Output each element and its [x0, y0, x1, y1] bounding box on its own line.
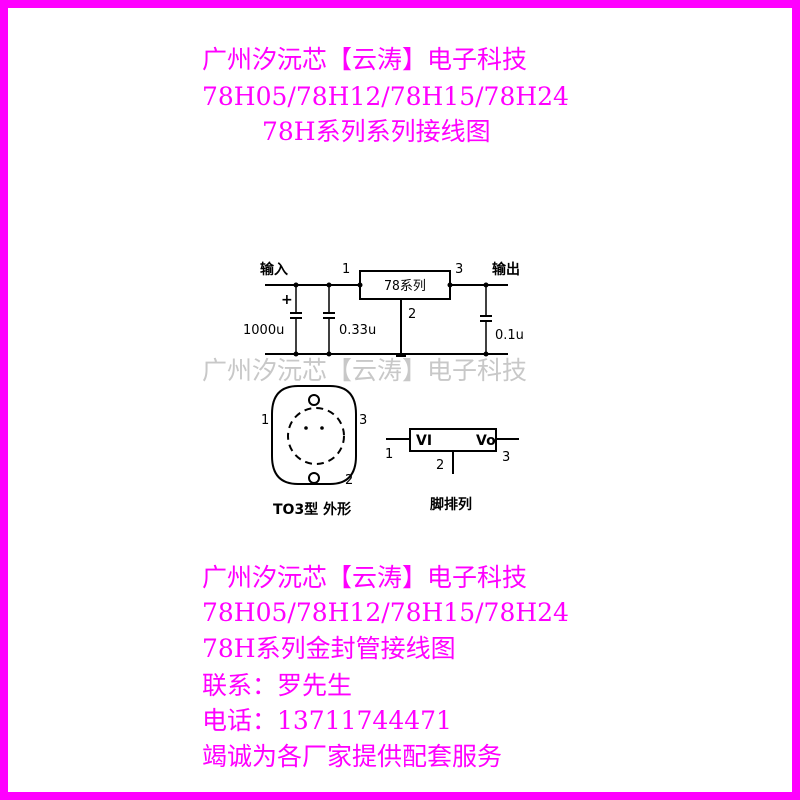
to3-can-outline [287, 407, 345, 465]
footer-contact: 联系：罗先生 [202, 671, 353, 700]
footer-company: 广州汐沅芯【云涛】电子科技 [202, 563, 528, 592]
circuit-pin3-label: 3 [455, 262, 463, 277]
cap2-value: 0.33u [339, 323, 376, 338]
circuit-pin1-label: 1 [342, 262, 350, 277]
footer-models: 78H05/78H12/78H15/78H24 [202, 598, 569, 627]
mount-hole-bottom [308, 472, 320, 484]
header-subtitle: 78H系列系列接线图 [262, 117, 491, 146]
page-frame [8, 8, 792, 792]
to3-pin3-label: 3 [359, 413, 367, 428]
pinout-pin3-label: 3 [502, 450, 510, 465]
pinout-caption: 脚排列 [430, 496, 472, 513]
capacitor-01u [480, 282, 492, 357]
output-label: 输出 [492, 261, 520, 278]
to3-pin-dot-2 [320, 426, 324, 430]
regulator-label: 78系列 [384, 279, 426, 294]
header-models: 78H05/78H12/78H15/78H24 [202, 82, 569, 111]
input-label: 输入 [260, 261, 288, 278]
to3-outline [271, 385, 357, 485]
cap1-value: 1000u [243, 323, 284, 338]
cap3-value: 0.1u [495, 328, 524, 343]
pin-arrangement: VI Vo 1 2 3 脚排列 [385, 428, 519, 513]
header-company: 广州汐沅芯【云涛】电子科技 [202, 45, 528, 74]
application-circuit: 输入 输出 1 3 2 78系列 + 1000u [243, 261, 524, 357]
pinout-pin2-label: 2 [436, 458, 444, 473]
vo-label: Vo [476, 433, 496, 449]
polarity-plus: + [281, 292, 293, 308]
footer-title: 78H系列金封管接线图 [202, 634, 456, 663]
capacitor-1000u [290, 282, 302, 357]
pin1-node [357, 282, 363, 288]
to3-pin-dot-1 [304, 426, 308, 430]
to3-caption: TO3型 外形 [273, 501, 351, 518]
to3-package: 1 3 2 TO3型 外形 [261, 385, 367, 518]
pin3-node [447, 282, 453, 288]
footer-phone: 电话：13711744471 [202, 706, 452, 735]
pinout-pin1-label: 1 [385, 447, 393, 462]
mount-hole-top [308, 394, 320, 406]
to3-pin1-label: 1 [261, 413, 269, 428]
watermark: 广州汐沅芯【云涛】电子科技 [202, 356, 528, 385]
to3-pin2-label: 2 [345, 473, 353, 488]
footer-slogan: 竭诚为各厂家提供配套服务 [202, 742, 503, 771]
capacitor-033u [323, 282, 335, 357]
vi-label: VI [416, 433, 432, 449]
circuit-pin2-label: 2 [408, 307, 416, 322]
